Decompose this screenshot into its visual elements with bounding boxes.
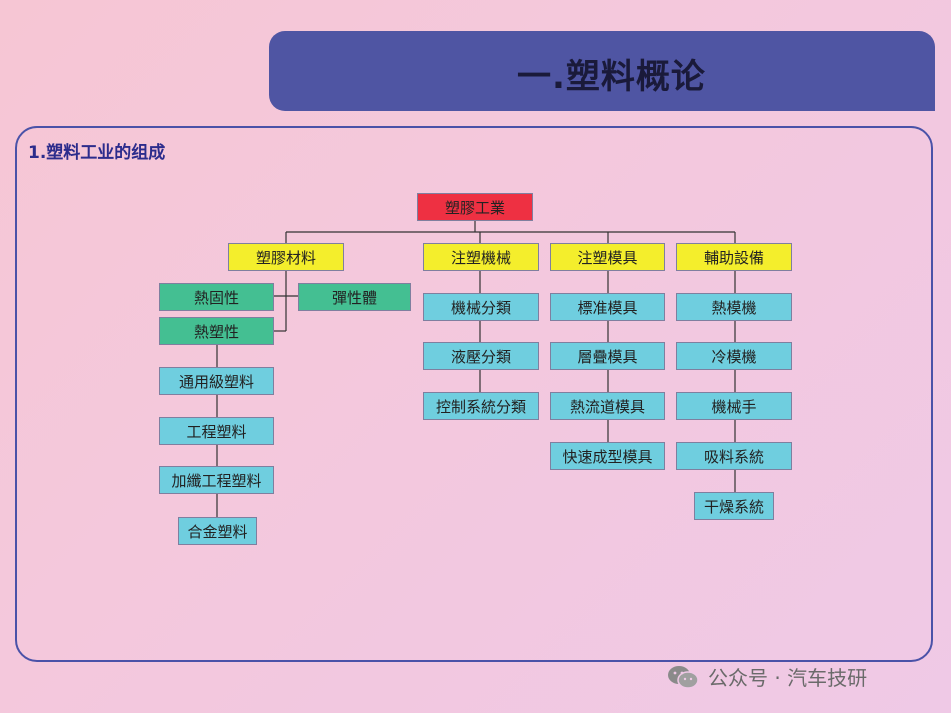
node-aux-item: 干燥系統	[694, 492, 774, 520]
title-bar: 一.塑料概论	[269, 31, 935, 111]
watermark: 公众号 · 汽车技研	[666, 662, 867, 691]
node-aux: 輔助設備	[676, 243, 792, 271]
node-mold-item: 快速成型模具	[550, 442, 665, 470]
node-molds: 注塑模具	[550, 243, 665, 271]
node-aux-item: 機械手	[676, 392, 792, 420]
node-material-item: 合金塑料	[178, 517, 257, 545]
node-materials: 塑膠材料	[228, 243, 344, 271]
page-title: 一.塑料概论	[517, 57, 706, 97]
node-mold-item: 熱流道模具	[550, 392, 665, 420]
wechat-icon	[666, 664, 700, 690]
node-aux-item: 冷模機	[676, 342, 792, 370]
node-elastomer: 彈性體	[298, 283, 411, 311]
node-aux-item: 吸料系統	[676, 442, 792, 470]
node-material-item: 工程塑料	[159, 417, 274, 445]
node-thermoplastic: 熱塑性	[159, 317, 274, 345]
node-machine-item: 液壓分類	[423, 342, 539, 370]
section-title: 1.塑料工业的组成	[28, 143, 166, 163]
node-aux-item: 熱模機	[676, 293, 792, 321]
node-root: 塑膠工業	[417, 193, 533, 221]
node-material-item: 加纖工程塑料	[159, 466, 274, 494]
node-machine-item: 機械分類	[423, 293, 539, 321]
node-mold-item: 標准模具	[550, 293, 665, 321]
node-thermoset: 熱固性	[159, 283, 274, 311]
node-machine-item: 控制系統分類	[423, 392, 539, 420]
content-panel	[15, 126, 933, 662]
node-machines: 注塑機械	[423, 243, 539, 271]
node-material-item: 通用級塑料	[159, 367, 274, 395]
watermark-text: 公众号 · 汽车技研	[708, 666, 868, 690]
node-mold-item: 層疊模具	[550, 342, 665, 370]
